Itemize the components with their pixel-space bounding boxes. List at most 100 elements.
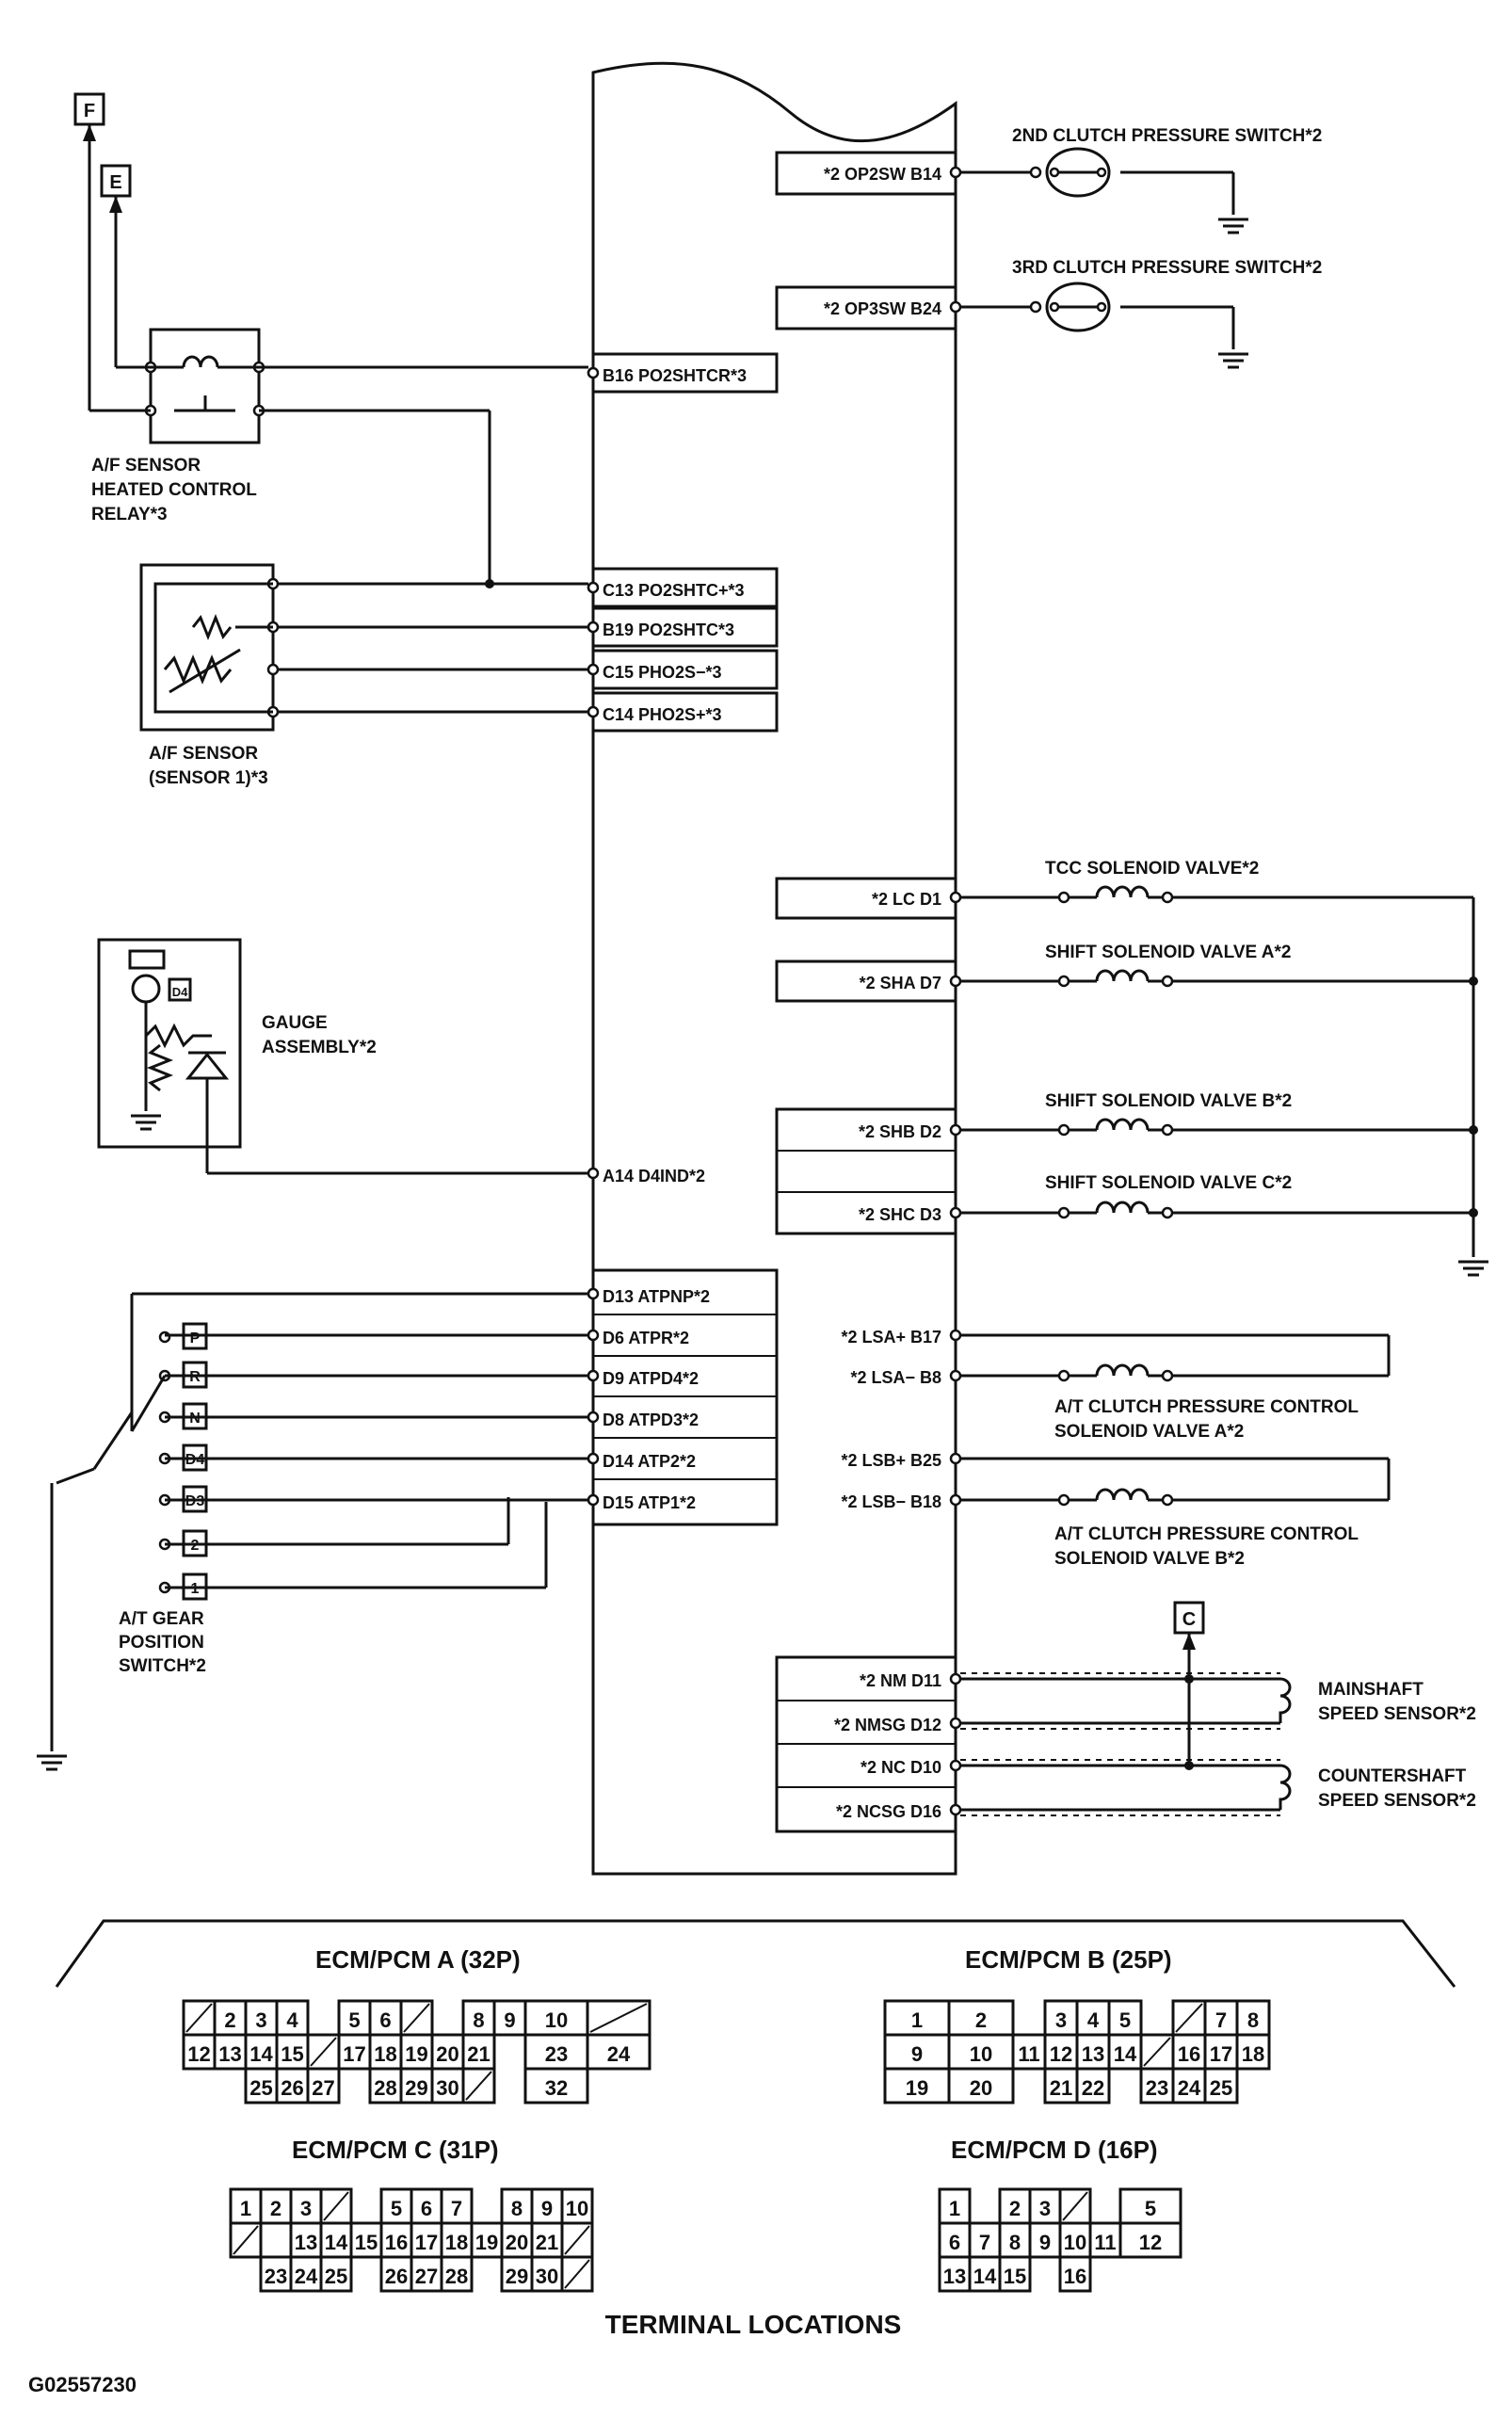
- gauge-bulb-cap: [128, 949, 166, 970]
- terminal: [1057, 1493, 1070, 1507]
- gauge-label-1: GAUGE: [262, 1013, 328, 1033]
- connector-a-pin: 30: [436, 2076, 458, 2100]
- af-sensor-label-2: (SENSOR 1)*3: [149, 768, 268, 788]
- connector-a-pin: 32: [545, 2076, 568, 2100]
- gauge-box: [97, 938, 242, 1149]
- ecm-terminal: [949, 1759, 962, 1772]
- connector-b-pin: 20: [970, 2076, 992, 2100]
- connector-d-cell: [938, 2255, 972, 2293]
- connector-a-pin: 20: [436, 2042, 458, 2066]
- junction-dot: [1469, 976, 1478, 986]
- connector-b-pin: 4: [1087, 2008, 1100, 2032]
- pin-box-c13: [591, 567, 779, 608]
- terminal: [1161, 1493, 1174, 1507]
- connector-b-pin: 23: [1146, 2076, 1168, 2100]
- connector-a-cell: [275, 1999, 310, 2037]
- ecm-pin-lc: *2 LC D1: [872, 890, 941, 909]
- blank-slash: [310, 2037, 337, 2067]
- connector-b-pin: 17: [1210, 2042, 1232, 2066]
- connector-flag-c-label: C: [1182, 1609, 1196, 1630]
- terminal: [1057, 975, 1070, 988]
- relay-coil-icon: [182, 355, 219, 368]
- connector-d-title: ECM/PCM D (16P): [951, 2136, 1158, 2164]
- connector-c-pin: 6: [421, 2197, 432, 2220]
- connector-c-cell: [319, 2255, 353, 2293]
- terminal: [266, 663, 280, 676]
- connector-d-cell: [998, 2255, 1032, 2293]
- connector-c-pin: 9: [541, 2197, 553, 2220]
- connector-a-pin: 24: [607, 2042, 631, 2066]
- ecm-terminal: [949, 1206, 962, 1219]
- connector-c-pin: 28: [445, 2265, 468, 2288]
- connector-a-pin: 5: [348, 2008, 360, 2032]
- solenoid-coil-icon: [1095, 885, 1150, 898]
- label-lsb-2: SOLENOID VALVE B*2: [1054, 1549, 1245, 1569]
- terminal: [1057, 1206, 1070, 1219]
- connector-c-pin: 18: [445, 2231, 468, 2254]
- relay-box: [149, 328, 261, 444]
- connector-c-cell: [410, 2221, 443, 2259]
- connector-d-pin: 15: [1004, 2265, 1026, 2288]
- connector-b-title: ECM/PCM B (25P): [965, 1945, 1172, 1974]
- ecm-terminal: [949, 1369, 962, 1382]
- af-sensor-box: [139, 563, 275, 732]
- af-sensor-label-1: A/F SENSOR: [149, 744, 258, 764]
- connector-b-cell: [1139, 2067, 1175, 2105]
- connector-d-pin: 2: [1009, 2197, 1021, 2220]
- connector-b-pin: 24: [1178, 2076, 1201, 2100]
- gear-position-0: P: [190, 1330, 201, 1347]
- connector-b-pin: 19: [906, 2076, 928, 2100]
- af-internal: [153, 582, 273, 714]
- connector-d-pin: 12: [1139, 2231, 1162, 2254]
- connector-c-pin: 1: [240, 2197, 251, 2220]
- connector-d-pin: 6: [949, 2231, 960, 2254]
- connector-a-cell: [306, 2067, 341, 2105]
- connector-a-cell: [586, 2033, 651, 2071]
- connector-d-pin: 11: [1094, 2231, 1116, 2254]
- ecm-terminal: [949, 166, 962, 179]
- blank-slash: [465, 2071, 492, 2101]
- gear-pin-9: D8 ATPD3*2: [603, 1411, 699, 1429]
- ground-icon: [131, 1114, 161, 1131]
- ecm-terminal: [949, 1123, 962, 1137]
- ecm-terminal: [949, 1452, 962, 1465]
- connector-a-cell: [523, 2067, 589, 2105]
- connector-b-cell: [1107, 2033, 1143, 2071]
- connector-c-pin: 30: [536, 2265, 558, 2288]
- blank-slash: [564, 2225, 590, 2255]
- connector-d-cell: [998, 2221, 1032, 2259]
- connector-a-pin: 18: [374, 2042, 396, 2066]
- connector-b-cell: [1171, 2067, 1207, 2105]
- solenoid-coil-icon: [1095, 1118, 1150, 1131]
- pin-box-c15: [591, 649, 779, 690]
- relay-label-2: HEATED CONTROL: [91, 480, 257, 500]
- label-mainshaft-2: SPEED SENSOR*2: [1318, 1704, 1476, 1724]
- connector-b-pin: 16: [1178, 2042, 1200, 2066]
- connector-c-pin: 3: [300, 2197, 312, 2220]
- terminal: [1096, 167, 1107, 178]
- connector-d-pin: 5: [1145, 2197, 1156, 2220]
- connector-b-pin: 18: [1242, 2042, 1264, 2066]
- ecm-pcm-body: [591, 61, 957, 1876]
- connector-a-pin: 9: [504, 2008, 515, 2032]
- ecm-pin-lsa-plus: *2 LSA+ B17: [841, 1328, 941, 1347]
- connector-d-cell: [938, 2187, 972, 2225]
- connector-b-pin: 25: [1210, 2076, 1232, 2100]
- pressure-switch-icon: [1045, 147, 1111, 198]
- connector-c-pin: 20: [506, 2231, 528, 2254]
- switch-arm: [92, 1411, 134, 1470]
- gear-pin-6: D13 ATPNP*2: [603, 1287, 710, 1306]
- connector-a-pin: 27: [312, 2076, 334, 2100]
- connector-a-pin: 8: [473, 2008, 484, 2032]
- connector-b-cell: [947, 2067, 1015, 2105]
- connector-a-cell: [430, 2033, 465, 2071]
- ecm-terminal: [949, 1717, 962, 1730]
- solenoid-coil-icon: [1095, 1488, 1150, 1501]
- ecm-terminal: [587, 1329, 600, 1342]
- blank-slash: [589, 2003, 648, 2033]
- connector-d-pin: 3: [1039, 2197, 1051, 2220]
- ecm-terminal: [587, 581, 600, 594]
- switch-pivot: [56, 1467, 95, 1485]
- terminal: [1049, 167, 1060, 178]
- ecm-terminal: [587, 1287, 600, 1300]
